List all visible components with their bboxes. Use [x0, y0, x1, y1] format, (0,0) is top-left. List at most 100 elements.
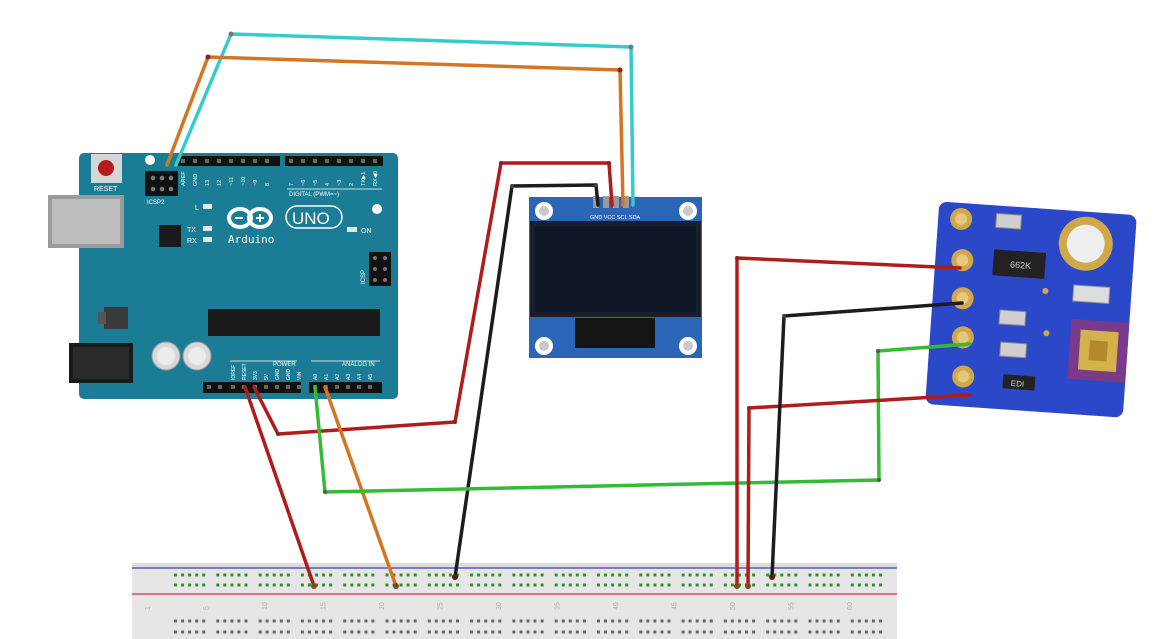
led-tx-label: TX [187, 227, 196, 234]
breadboard-hole [399, 630, 403, 634]
digital-pin-label: ~9 [253, 180, 259, 186]
breadboard-hole [808, 619, 812, 623]
led-rx-label: RX [187, 238, 197, 245]
breadboard-hole [879, 630, 882, 634]
breadboard-hole [879, 619, 882, 623]
breadboard-hole [174, 573, 177, 577]
breadboard-hole [223, 573, 227, 577]
header-pin-hole [349, 159, 353, 163]
breadboard-hole [533, 573, 537, 577]
breadboard-hole [702, 583, 706, 587]
breadboard-hole [857, 573, 861, 577]
breadboard-hole [618, 619, 622, 623]
analog-pin-label: A4 [357, 374, 363, 380]
breadboard-hole [279, 619, 283, 623]
column-number: 15 [321, 602, 328, 610]
breadboard-hole [561, 619, 565, 623]
header-pin-hole [218, 385, 222, 389]
breadboard-hole [597, 630, 600, 634]
breadboard-hole [611, 619, 615, 623]
power-label: POWER [273, 362, 296, 368]
breadboard-hole [618, 583, 622, 587]
breadboard-hole [343, 583, 347, 587]
breadboard-hole [850, 619, 854, 623]
breadboard-hole [265, 573, 269, 577]
breadboard-hole [357, 583, 361, 587]
breadboard-hole [470, 630, 474, 634]
breadboard-hole [681, 630, 685, 634]
breadboard-hole [688, 630, 692, 634]
analog-pin-label: A0 [313, 374, 319, 380]
breadboard-hole [864, 583, 868, 587]
breadboard-hole [329, 583, 333, 587]
breadboard-hole [399, 619, 403, 623]
breadboard-hole [766, 619, 770, 623]
breadboard-hole [660, 630, 664, 634]
breadboard-hole [723, 630, 727, 634]
breadboard-hole [392, 630, 396, 634]
header-pin-hole [205, 159, 209, 163]
mount-hole [372, 204, 382, 214]
breadboard-hole [427, 573, 431, 577]
breadboard-hole [279, 583, 283, 587]
breadboard-hole [653, 573, 657, 577]
voltage-regulator [104, 307, 128, 329]
breadboard-hole [258, 573, 262, 577]
breadboard-hole [188, 619, 192, 623]
breadboard-hole [406, 619, 410, 623]
breadboard-hole [406, 583, 410, 587]
analog-pin-label: A1 [324, 374, 330, 380]
power-pin-label: RESET [242, 363, 248, 380]
wire-joints [205, 31, 881, 494]
breadboard-hole [441, 619, 445, 623]
header-pin-hole [373, 159, 377, 163]
breadboard-hole [864, 573, 868, 577]
sensor-pin-pads [950, 207, 975, 388]
led-tx [203, 226, 212, 231]
breadboard-hole [540, 619, 544, 623]
breadboard-hole [681, 583, 685, 587]
breadboard-hole [364, 583, 368, 587]
breadboard-hole [343, 630, 347, 634]
digital-pin-label: ~11 [229, 177, 235, 186]
breadboard-hole [434, 573, 438, 577]
breadboard-hole [794, 583, 798, 587]
breadboard-hole [470, 619, 474, 623]
model-label: UNO [292, 209, 330, 228]
wire-endpoints [311, 574, 775, 589]
header-pin-hole [207, 385, 211, 389]
breadboard-hole [857, 630, 861, 634]
breadboard-hole [526, 619, 530, 623]
digital-pin-label: 2 [349, 183, 355, 186]
breadboard-hole [202, 583, 206, 587]
breadboard-hole [752, 630, 756, 634]
uno-badge [285, 205, 343, 229]
icsp-label: ICSP [361, 270, 367, 284]
column-number: 50 [730, 602, 737, 610]
breadboard-hole [371, 583, 375, 587]
breadboard-hole [230, 583, 234, 587]
breadboard-hole [568, 630, 572, 634]
breadboard-hole [357, 619, 361, 623]
breadboard-hole [512, 583, 516, 587]
header-pin-hole [368, 385, 372, 389]
column-number: 40 [613, 602, 620, 610]
column-number: 20 [379, 602, 386, 610]
analog-label: ANALOG IN [342, 362, 375, 368]
breadboard-hole [470, 573, 474, 577]
breadboard-hole [836, 630, 840, 634]
breadboard-hole [484, 583, 488, 587]
breadboard-hole [688, 573, 692, 577]
breadboard-hole [822, 573, 826, 577]
breadboard-hole [307, 630, 311, 634]
breadboard-hole [350, 573, 354, 577]
breadboard-holes [174, 573, 882, 634]
breadboard-hole [174, 619, 177, 623]
breadboard-hole [787, 583, 791, 587]
breadboard-hole [575, 583, 579, 587]
header-pin-hole [297, 385, 301, 389]
breadboard-hole [822, 583, 826, 587]
breadboard-hole [702, 573, 706, 577]
